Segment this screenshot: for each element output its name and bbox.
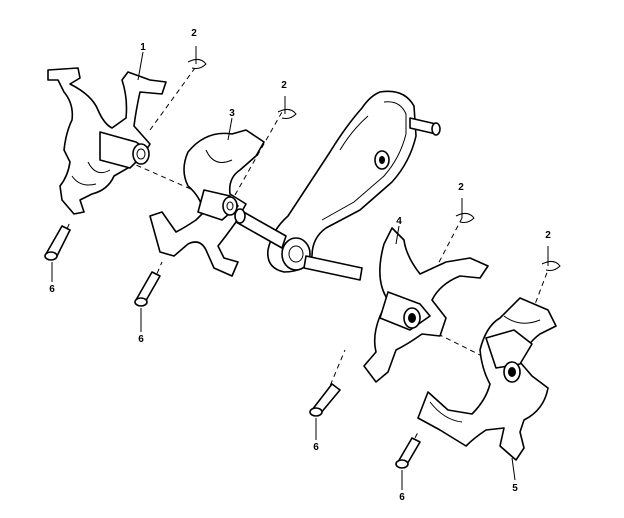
tine-3: [149, 129, 265, 277]
clip-2a: [187, 46, 207, 69]
callout-2b: 2: [281, 80, 287, 91]
tine-1: [47, 67, 167, 215]
clip-2c: [455, 198, 475, 223]
callout-6d: 6: [399, 492, 405, 503]
tine-5: [417, 297, 557, 461]
callout-2a: 2: [191, 28, 197, 39]
bolt-6d: [395, 437, 421, 469]
clip-2b: [277, 96, 297, 119]
callout-2d: 2: [545, 230, 551, 241]
callout-5: 5: [512, 483, 518, 494]
callout-2c: 2: [458, 182, 464, 193]
callout-6a: 6: [49, 284, 55, 295]
callout-3: 3: [229, 108, 235, 119]
bolt-6b: [134, 271, 161, 307]
clip-2d: [541, 246, 561, 271]
gear-housing: [234, 90, 441, 281]
bolt-6a: [44, 225, 71, 261]
bolt-6c: [309, 383, 341, 417]
callout-6c: 6: [313, 442, 319, 453]
callout-1: 1: [140, 42, 146, 53]
callout-4: 4: [396, 216, 402, 227]
callout-6b: 6: [138, 334, 144, 345]
leader-lines: [51, 51, 516, 490]
tine-4: [363, 227, 489, 383]
